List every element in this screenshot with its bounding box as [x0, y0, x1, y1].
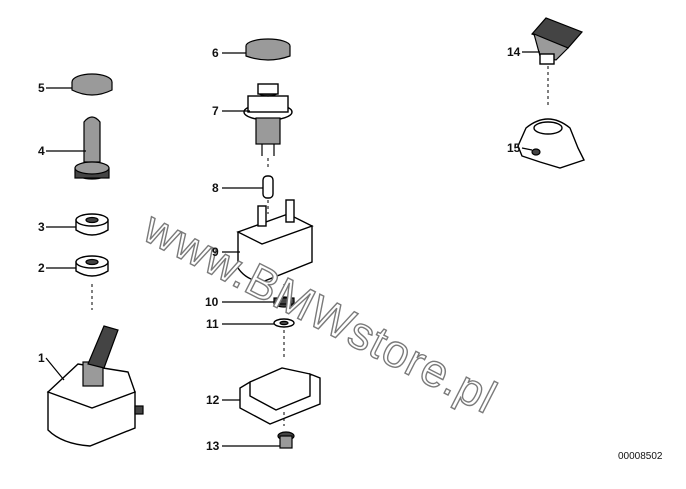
- part-12-bracket: [239, 367, 321, 425]
- callout-9: 9: [212, 245, 219, 259]
- part-14-knob: [530, 17, 584, 65]
- reference-number: 00008502: [618, 451, 663, 462]
- part-5-cap: [71, 73, 113, 96]
- callout-12: 12: [206, 393, 220, 407]
- part-7-push-button: [243, 83, 293, 156]
- part-15-clamp: [517, 118, 585, 169]
- part-13-screw: [277, 431, 295, 449]
- leader-lines: [45, 51, 540, 447]
- callout-5: 5: [38, 81, 45, 95]
- callout-11: 11: [206, 317, 219, 331]
- part-1-toggle-switch: [46, 325, 144, 447]
- part-3-nut: [75, 213, 109, 236]
- callout-4: 4: [38, 144, 45, 158]
- part-11-washer: [273, 318, 295, 328]
- callout-15: 15: [507, 141, 521, 155]
- callout-7: 7: [212, 104, 219, 118]
- part-6-cap: [245, 38, 291, 61]
- callout-6: 6: [212, 46, 219, 60]
- part-9-relay: [236, 199, 314, 283]
- callout-1: 1: [38, 351, 45, 365]
- callout-3: 3: [38, 220, 45, 234]
- part-8-bulb: [262, 175, 274, 199]
- callout-10: 10: [205, 295, 219, 309]
- callout-8: 8: [212, 181, 219, 195]
- callout-14: 14: [507, 45, 521, 59]
- part-4-boot: [74, 116, 110, 180]
- part-10-nut: [273, 296, 295, 308]
- part-2-nut: [75, 255, 109, 277]
- callout-2: 2: [38, 261, 45, 275]
- callout-13: 13: [206, 439, 220, 453]
